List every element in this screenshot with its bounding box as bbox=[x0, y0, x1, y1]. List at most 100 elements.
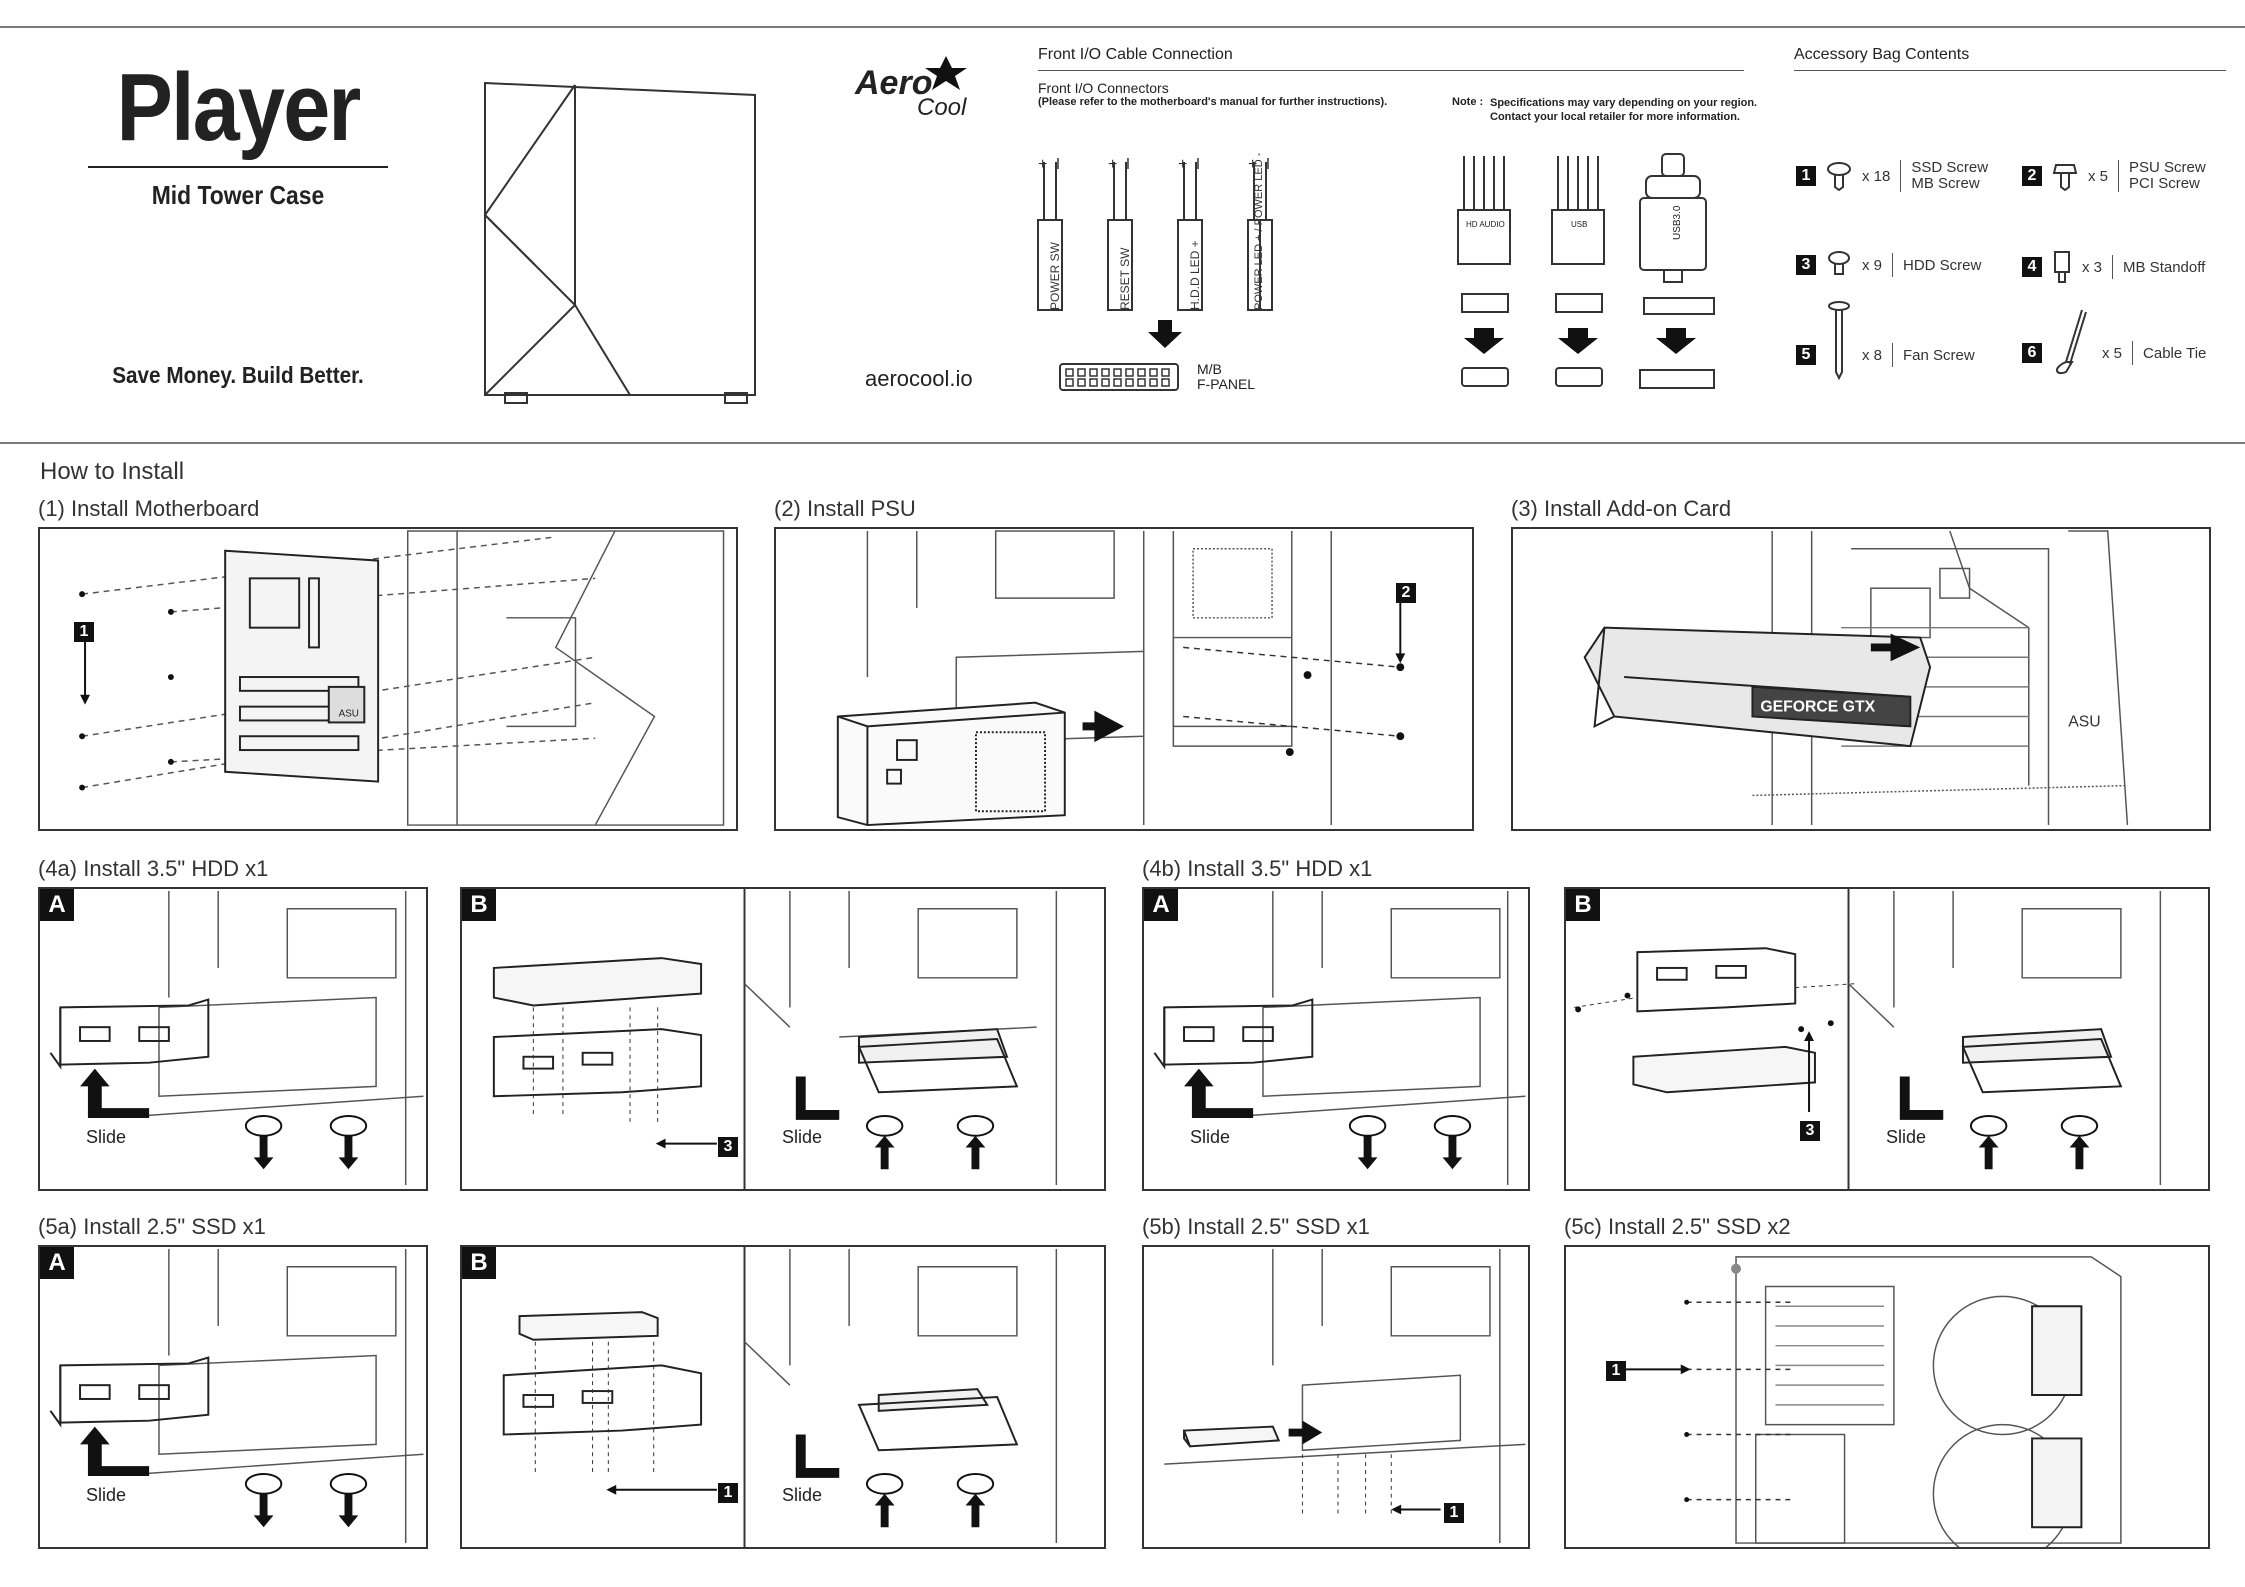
plug-label-power-sw: POWER SW bbox=[1048, 242, 1062, 310]
accessory-desc-3: HDD Screw bbox=[1903, 256, 1982, 274]
up-arrow-icon-2 bbox=[2069, 1135, 2090, 1170]
up-arrow-icon bbox=[1804, 1031, 1814, 1041]
logo-text-cool: Cool bbox=[917, 94, 967, 121]
up-arrow-icon bbox=[80, 1068, 150, 1118]
front-headers-illustration bbox=[1457, 153, 1715, 389]
panel-tag-a-4b: A bbox=[1144, 889, 1178, 921]
up-arrow-icon-1 bbox=[1978, 1135, 1999, 1170]
up-arrow-icon bbox=[80, 1426, 150, 1476]
plug-label-power-led: POWER LED + / POWER LED - bbox=[1253, 152, 1265, 310]
cable-tie-icon bbox=[2056, 309, 2087, 374]
callout-1-5a: 1 bbox=[718, 1483, 738, 1503]
down-arrow-icon bbox=[1148, 320, 1182, 348]
how-to-install-title: How to Install bbox=[40, 458, 185, 485]
right-arrow-icon bbox=[1082, 710, 1124, 743]
step2-label: (2) Install PSU bbox=[774, 496, 916, 521]
accessory-desc-1a: SSD Screw bbox=[1911, 159, 1989, 176]
down-arrow-icon-1 bbox=[1357, 1135, 1378, 1170]
callout-1-5b: 1 bbox=[1444, 1503, 1464, 1523]
slide-label-5a: Slide bbox=[86, 1485, 127, 1505]
right-arrow-icon bbox=[1680, 1364, 1691, 1375]
top-rule bbox=[0, 26, 2245, 28]
step5a-label: (5a) Install 2.5" SSD x1 bbox=[38, 1214, 266, 1239]
down-arrow-icon-2 bbox=[338, 1493, 359, 1528]
callout-1-5c: 1 bbox=[1606, 1361, 1626, 1381]
screw-icon bbox=[1827, 162, 1851, 191]
callout-3: 3 bbox=[718, 1137, 738, 1157]
accessory-qty-2: x 5 bbox=[2088, 167, 2109, 185]
plug-label-reset-sw: RESET SW bbox=[1118, 247, 1132, 310]
down-arrow-icon-3 bbox=[1656, 328, 1696, 354]
accessory-item-6: 6 x 5 Cable Tie bbox=[2022, 309, 2207, 376]
brand-block: Player Mid Tower Case bbox=[88, 60, 388, 211]
down-arrow-icon-2 bbox=[1558, 328, 1598, 354]
hdd-mount-illustration-4b bbox=[1574, 889, 2162, 1189]
mb-logo-text: ASU bbox=[339, 709, 359, 720]
plug-polarity-1: + I bbox=[1038, 156, 1063, 173]
accessory-num-4: 4 bbox=[2022, 257, 2042, 277]
header-usb: USB bbox=[1571, 220, 1588, 229]
front-io-note: Specifications may vary depending on you… bbox=[1490, 96, 1757, 124]
accessory-desc-6: Cable Tie bbox=[2143, 344, 2207, 362]
step3-label: (3) Install Add-on Card bbox=[1511, 496, 1732, 521]
f-panel-plugs-illustration bbox=[1037, 162, 1273, 391]
slide-label-4b-b: Slide bbox=[1886, 1127, 1927, 1147]
step1-panel: ASU 1 bbox=[38, 527, 738, 831]
accessory-qty-3: x 9 bbox=[1862, 256, 1883, 274]
motherboard-install-illustration: ASU bbox=[79, 530, 725, 826]
slide-label-4b: Slide bbox=[1190, 1127, 1231, 1147]
step4a-label: (4a) Install 3.5" HDD x1 bbox=[38, 856, 269, 881]
accessory-num-3: 3 bbox=[1796, 255, 1816, 275]
front-io-note-line2: Contact your local retailer for more inf… bbox=[1490, 111, 1740, 123]
right-arrow-icon bbox=[1288, 1420, 1323, 1445]
panel-tag-a: A bbox=[40, 889, 74, 921]
accessory-desc-4: MB Standoff bbox=[2123, 258, 2206, 276]
ssd-slide-illustration bbox=[49, 1248, 424, 1544]
accessory-qty-6: x 5 bbox=[2102, 344, 2123, 362]
accessory-item-5: 5 x 8 Fan Screw bbox=[1796, 301, 1975, 380]
front-io-rule bbox=[1038, 70, 1744, 71]
up-arrow-icon-2 bbox=[965, 1493, 986, 1528]
ssd-behind-tray-illustration bbox=[1623, 1256, 2122, 1547]
website-link[interactable]: aerocool.io bbox=[865, 366, 973, 391]
plug-polarity-2: + I bbox=[1108, 156, 1133, 173]
step4b-panel-b: B 3 Slide bbox=[1564, 887, 2210, 1191]
slide-arrow-icon bbox=[795, 1076, 840, 1120]
up-arrow-icon-1 bbox=[874, 1493, 895, 1528]
down-arrow-icon-2 bbox=[338, 1135, 359, 1170]
plug-polarity-3: + I bbox=[1178, 156, 1203, 173]
plug-polarity-4: + I bbox=[1248, 156, 1273, 173]
slide-label: Slide bbox=[86, 1127, 127, 1147]
slide-label-b: Slide bbox=[782, 1127, 823, 1147]
hdd-screw-icon bbox=[1828, 251, 1850, 275]
addon-card-install-illustration: GEFORCE GTX ASU bbox=[1583, 530, 2129, 826]
panel-tag-b: B bbox=[462, 889, 496, 921]
hdd-mount-illustration bbox=[492, 889, 1058, 1189]
front-io-title: Front I/O Cable Connection bbox=[1038, 46, 1233, 63]
accessory-desc-2a: PSU Screw bbox=[2129, 159, 2206, 176]
down-arrow-icon-1 bbox=[253, 1135, 274, 1170]
product-subtitle: Mid Tower Case bbox=[151, 180, 325, 210]
plug-label-hdd-led: H.D.D LED + bbox=[1188, 240, 1202, 310]
left-arrow-icon bbox=[655, 1138, 666, 1149]
logo-text-aero: Aero bbox=[855, 64, 933, 102]
front-io-note-line1: Specifications may vary depending on you… bbox=[1490, 97, 1758, 109]
accessory-item-4: 4 x 3 MB Standoff bbox=[2022, 250, 2205, 284]
step5c-panel: 1 bbox=[1564, 1245, 2210, 1549]
step3-panel: GEFORCE GTX ASU bbox=[1511, 527, 2211, 831]
hex-screw-icon bbox=[2052, 164, 2078, 191]
accessory-num-6: 6 bbox=[2022, 343, 2042, 363]
case-front-illustration bbox=[483, 81, 756, 404]
product-title: Player bbox=[116, 54, 361, 161]
fpanel-label: F-PANEL bbox=[1197, 376, 1256, 392]
mb-label: M/B bbox=[1197, 361, 1222, 377]
step4a-panel-b: B 3 Slide bbox=[460, 887, 1106, 1191]
step5a-panel-a: A Slide bbox=[38, 1245, 428, 1549]
step5b-label: (5b) Install 2.5" SSD x1 bbox=[1142, 1214, 1370, 1239]
gpu-brand-text: GEFORCE GTX bbox=[1760, 699, 1875, 716]
ssd-mount-illustration bbox=[502, 1247, 1058, 1547]
panel-tag-b-5a: B bbox=[462, 1247, 496, 1279]
